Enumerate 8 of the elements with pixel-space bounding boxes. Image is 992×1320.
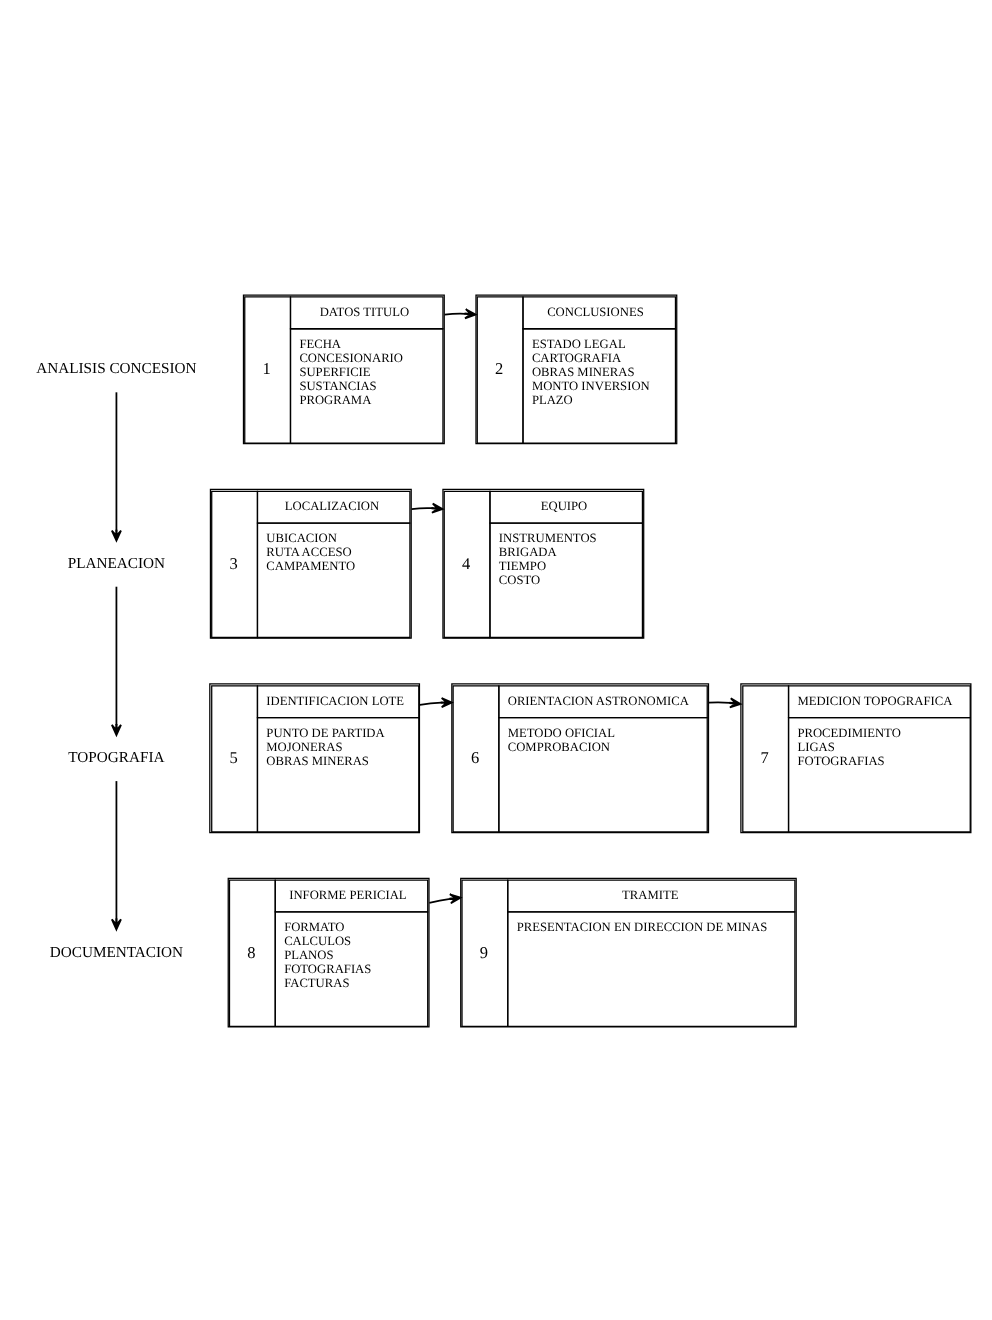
arrow xyxy=(419,696,453,707)
arrow xyxy=(443,307,477,319)
arrow xyxy=(110,584,122,735)
arrow xyxy=(110,390,122,541)
arrow xyxy=(708,696,742,708)
arrow xyxy=(410,501,444,513)
arrow xyxy=(428,892,462,904)
arrow xyxy=(110,779,122,930)
